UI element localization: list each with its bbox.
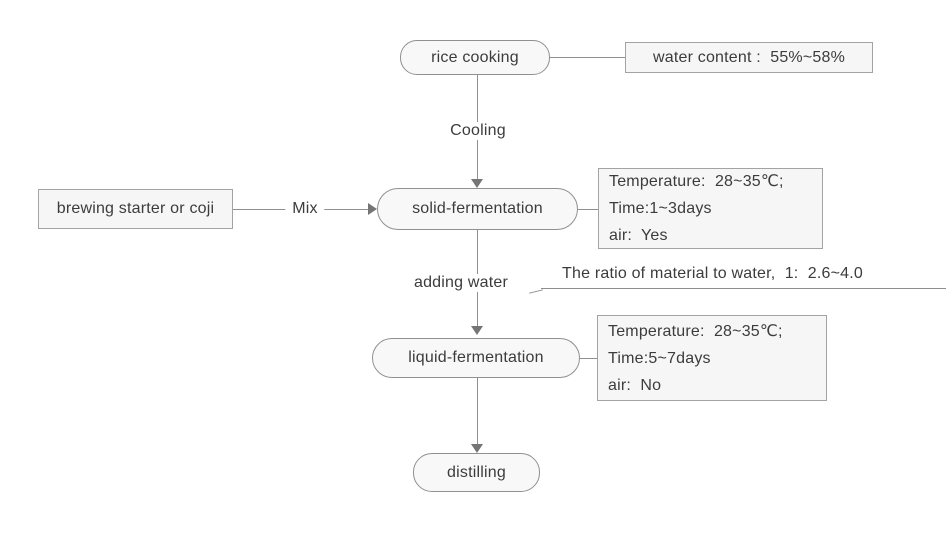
node-liquid-fermentation: liquid-fermentation — [372, 338, 580, 378]
node-brewing-starter-label: brewing starter or coji — [56, 200, 215, 217]
note-ratio-text: The ratio of material to water, 1: 2.6~4… — [562, 265, 863, 282]
note-solid-conditions-line1: Temperature: 28~35℃; — [609, 173, 784, 190]
connector-rice-to-water-note — [550, 57, 625, 58]
arrowhead-down-to-liquid-fermentation — [471, 326, 483, 335]
arrowhead-right-to-solid-fermentation — [368, 203, 377, 215]
note-liquid-conditions-line3: air: No — [608, 376, 662, 394]
node-solid-fermentation: solid-fermentation — [377, 188, 578, 230]
node-solid-fermentation-label: solid-fermentation — [412, 200, 543, 217]
node-distilling-label: distilling — [447, 463, 506, 481]
node-liquid-fermentation-label: liquid-fermentation — [408, 349, 544, 366]
edge-label-cooling: Cooling — [443, 122, 513, 140]
node-rice-cooking: rice cooking — [400, 40, 550, 75]
note-water-content-text: water content : 55%~58% — [652, 48, 846, 66]
node-distilling: distilling — [413, 453, 540, 492]
edge-label-mix: Mix — [285, 200, 325, 218]
arrowhead-down-to-distilling — [471, 444, 483, 453]
arrowhead-down-to-solid-fermentation — [471, 179, 483, 188]
note-solid-conditions-line2: Time:1~3days — [609, 200, 712, 217]
note-water-content: water content : 55%~58% — [625, 42, 873, 73]
note-liquid-conditions: Temperature: 28~35℃; Time:5~7days air: N… — [597, 315, 827, 401]
flow-line-to-distilling — [477, 378, 478, 446]
note-solid-conditions-line3: air: Yes — [609, 227, 668, 244]
node-brewing-starter: brewing starter or coji — [38, 189, 233, 229]
note-solid-conditions: Temperature: 28~35℃; Time:1~3days air: Y… — [598, 168, 823, 249]
note-ratio-leader-hook — [529, 289, 543, 294]
note-liquid-conditions-line2: Time:5~7days — [608, 349, 711, 367]
connector-liquid-to-conditions-note — [580, 358, 597, 359]
connector-solid-to-conditions-note — [578, 209, 598, 210]
edge-label-adding-water: adding water — [406, 274, 516, 292]
note-liquid-conditions-line1: Temperature: 28~35℃; — [608, 322, 783, 340]
node-rice-cooking-label: rice cooking — [431, 48, 519, 66]
note-ratio-underline — [541, 288, 946, 289]
